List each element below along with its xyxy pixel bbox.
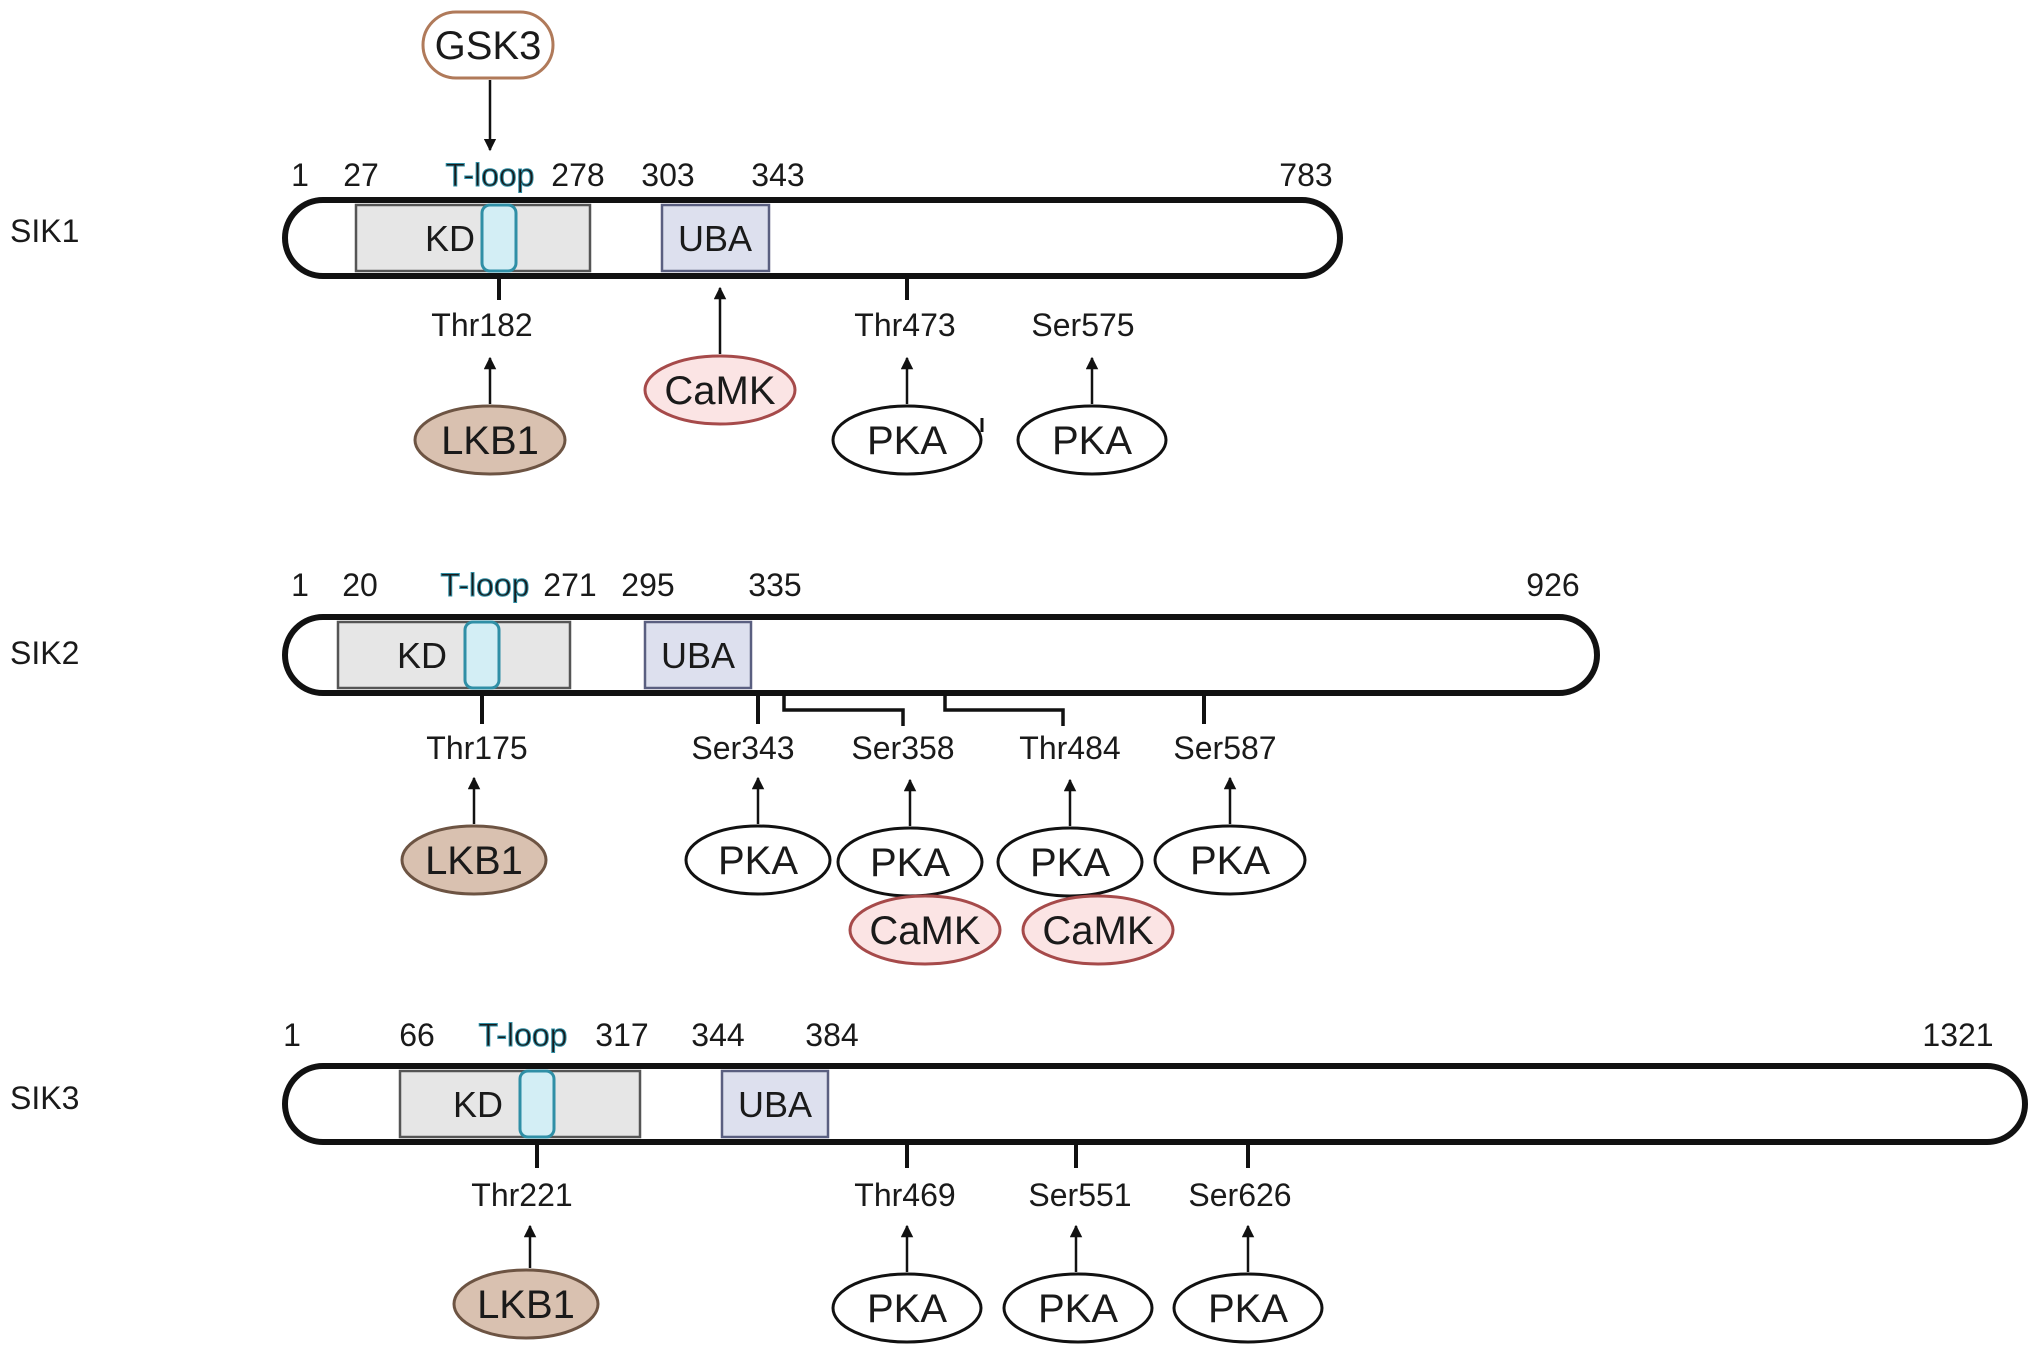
sik3-uba-label: UBA [738, 1084, 812, 1125]
sik1-lkb1-label: LKB1 [441, 419, 539, 463]
sik2-camk-label-2: CaMK [1042, 909, 1153, 953]
sik2-lkb1-label: LKB1 [425, 839, 523, 883]
sik3-pos-kd-start: 66 [399, 1017, 435, 1053]
sik2-bracket-thr484 [943, 693, 1065, 726]
sik2-lkb1-kinase [400, 824, 548, 896]
sik3-pos-uba-end: 384 [805, 1017, 858, 1053]
sik1-pka-label-2: PKA [1052, 419, 1132, 463]
sik3-pka-label-3: PKA [1208, 1287, 1288, 1331]
sik3-pos-kd-end: 317 [595, 1017, 648, 1053]
sik3-pos-start: 1 [283, 1017, 301, 1053]
sik1-tloop [480, 203, 518, 273]
sik1-site-thr182: Thr182 [431, 307, 532, 343]
sik2-pka-label-1: PKA [718, 839, 798, 883]
sik3-pka-kinase-2 [1002, 1272, 1154, 1344]
protein-name-sik2: SIK2 [10, 635, 79, 671]
gsk3-kinase [421, 10, 555, 80]
sik2-pos-tloop: T-loop [441, 567, 530, 603]
sik3-lkb1-label: LKB1 [477, 1283, 575, 1327]
sik2-site-ser358: Ser358 [851, 730, 954, 766]
sik2-pka-label-2: PKA [870, 841, 950, 885]
sik2-kd-label: KD [397, 635, 447, 676]
sik1-pka-label-1: PKA [867, 419, 947, 463]
sik1-uba-domain [660, 203, 771, 273]
sik1-pos-kd-start: 27 [343, 157, 379, 193]
sik1-pos-tloop: T-loop [446, 157, 535, 193]
sik2-camk-kinase-2 [1021, 894, 1175, 966]
sik2-group: SIK2 1 20 T-loop 271 295 335 926 KD UBA … [10, 567, 1600, 966]
protein-name-sik1: SIK1 [10, 213, 79, 249]
sik3-group: SIK3 1 66 T-loop 317 344 384 1321 KD UBA… [10, 1017, 2028, 1344]
sik2-pos-end: 926 [1526, 567, 1579, 603]
sik1-pos-uba-start: 303 [641, 157, 694, 193]
sik2-protein-bar [282, 614, 1600, 696]
sik2-camk-kinase-1 [848, 894, 1002, 966]
sik3-site-thr221: Thr221 [471, 1177, 572, 1213]
sik2-camk-label-1: CaMK [869, 909, 980, 953]
sik3-pos-uba-start: 344 [691, 1017, 744, 1053]
sik2-site-thr175: Thr175 [426, 730, 527, 766]
sik1-site-thr473: Thr473 [854, 307, 955, 343]
sik3-lkb1-kinase [452, 1268, 600, 1340]
sik3-site-ser551: Ser551 [1028, 1177, 1131, 1213]
sik1-camk-label: CaMK [664, 369, 775, 413]
sik3-pka-label-1: PKA [867, 1287, 947, 1331]
sik1-pos-end: 783 [1279, 157, 1332, 193]
sik2-pka-kinase-4 [1153, 824, 1307, 896]
sik1-lkb1-kinase [413, 404, 567, 476]
sik1-kd-label: KD [425, 218, 475, 259]
sik3-protein-bar [282, 1063, 2028, 1145]
sik3-uba-domain [720, 1069, 830, 1139]
sik3-kd-label: KD [453, 1084, 503, 1125]
sik2-uba-domain [643, 620, 753, 690]
sik2-uba-label: UBA [661, 635, 735, 676]
sik2-pka-kinase-3 [996, 826, 1144, 898]
sik1-camk-kinase [643, 354, 797, 426]
sik1-group: SIK1 GSK3 1 27 T-loop 278 303 343 783 KD… [10, 10, 1343, 476]
sik1-pos-uba-end: 343 [751, 157, 804, 193]
sik3-tloop [518, 1069, 556, 1139]
sik2-site-ser343: Ser343 [691, 730, 794, 766]
sik1-pos-kd-end: 278 [551, 157, 604, 193]
sik1-site-ser575: Ser575 [1031, 307, 1134, 343]
sik3-pka-label-2: PKA [1038, 1287, 1118, 1331]
sik2-site-ser587: Ser587 [1173, 730, 1276, 766]
sik3-pos-tloop: T-loop [479, 1017, 568, 1053]
sik1-uba-label: UBA [678, 218, 752, 259]
sik1-pka-kinase-1 [831, 404, 983, 476]
sik1-pka-kinase-2 [1016, 404, 1168, 476]
sik3-pka-kinase-3 [1172, 1272, 1324, 1344]
sik3-site-thr469: Thr469 [854, 1177, 955, 1213]
sik3-pka-kinase-1 [831, 1272, 983, 1344]
sik2-pka-label-3: PKA [1030, 841, 1110, 885]
sik3-site-ser626: Ser626 [1188, 1177, 1291, 1213]
sik2-bracket-ser358 [782, 693, 905, 726]
sik2-pos-start: 1 [291, 567, 309, 603]
sik1-kinase-domain [354, 203, 592, 273]
sik2-pka-label-4: PKA [1190, 839, 1270, 883]
sik1-pos-start: 1 [291, 157, 309, 193]
sik2-site-thr484: Thr484 [1019, 730, 1120, 766]
sik2-pos-kd-end: 271 [543, 567, 596, 603]
sik2-kinase-domain [336, 620, 572, 690]
sik2-tloop [463, 620, 501, 690]
sik2-pos-uba-end: 335 [748, 567, 801, 603]
gsk3-label: GSK3 [435, 24, 542, 68]
sik2-pka-kinase-1 [684, 824, 832, 896]
protein-name-sik3: SIK3 [10, 1080, 79, 1116]
sik3-pos-end: 1321 [1922, 1017, 1993, 1053]
sik2-pos-uba-start: 295 [621, 567, 674, 603]
sik2-pos-kd-start: 20 [342, 567, 378, 603]
